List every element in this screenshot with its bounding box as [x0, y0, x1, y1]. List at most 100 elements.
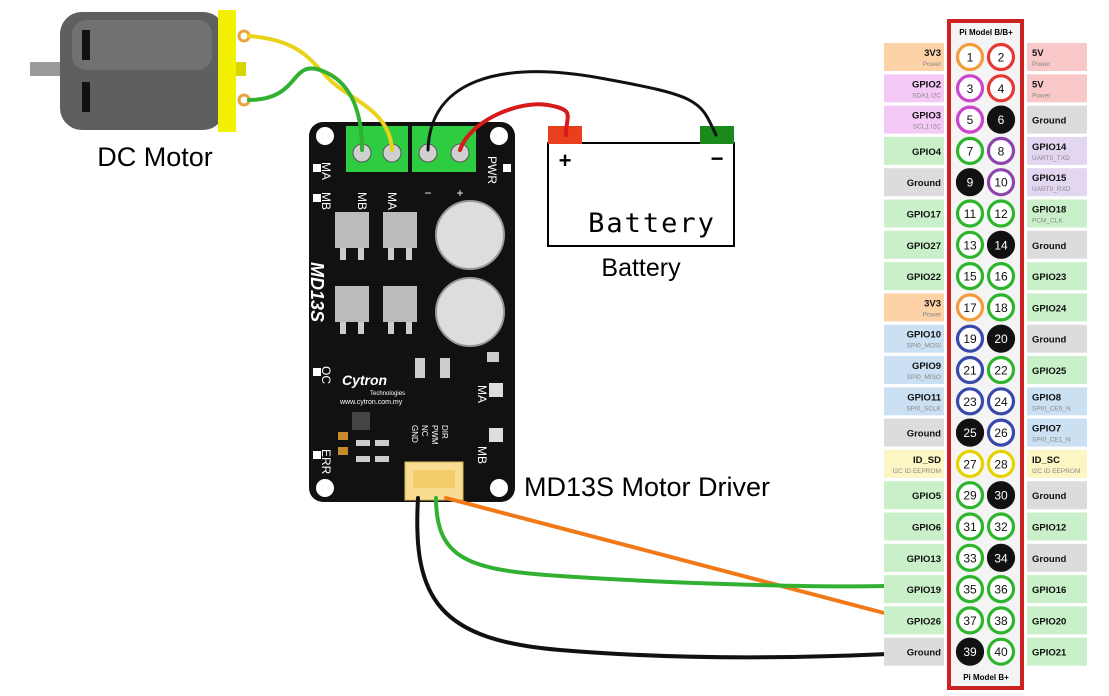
pin-20: [986, 324, 1016, 353]
pin-sub-12: PCM_CLK: [1032, 218, 1063, 225]
pin-name-10: GPIO15: [1032, 173, 1067, 184]
pin-name-1: 3V3: [924, 48, 941, 59]
pin-number-40: 40: [994, 645, 1008, 659]
pin-number-17: 17: [963, 301, 977, 315]
pin-6: [986, 105, 1016, 134]
pin-number-8: 8: [998, 144, 1005, 158]
pin-label-bg-33: [884, 543, 944, 572]
pi-header-title-bottom: Pi Model B+: [963, 673, 1009, 682]
pin-number-28: 28: [994, 457, 1008, 471]
motor-label: DC Motor: [97, 142, 213, 172]
pin-label-bg-25: [884, 418, 944, 447]
pin-9: [955, 168, 985, 197]
button-label-ma: MA: [475, 385, 489, 403]
brand-logo: Cytron: [342, 372, 387, 388]
pin-26: [986, 418, 1016, 447]
pin-38: [986, 606, 1016, 635]
pin-number-2: 2: [998, 51, 1005, 65]
pin-21: [955, 355, 985, 385]
pin-34: [986, 543, 1016, 572]
pin-name-9: Ground: [907, 178, 941, 189]
pin-number-38: 38: [994, 614, 1008, 628]
pin-12: [986, 199, 1016, 228]
pin-label-bg-9: [884, 168, 944, 197]
pin-name-22: GPIO25: [1032, 366, 1067, 377]
pin-13: [955, 230, 985, 259]
pin-label-bg-11: [884, 199, 944, 228]
pin-27: [955, 449, 985, 478]
pin-sub-27: I2C ID EEPROM: [893, 468, 941, 475]
pin-25: [955, 418, 985, 447]
pin-name-21: GPIO9: [912, 361, 941, 372]
pin-label-bg-34: [1027, 543, 1087, 572]
pin-name-3: GPIO2: [912, 79, 941, 90]
capacitor-bottom: [435, 277, 505, 347]
pin-name-36: GPIO16: [1032, 585, 1066, 596]
pin-sub-17: Power: [923, 311, 942, 318]
pin-36: [986, 574, 1016, 604]
pin-19: [955, 324, 985, 353]
pin-number-4: 4: [998, 82, 1005, 96]
pin-3: [955, 74, 985, 103]
pin-label-bg-39: [884, 637, 944, 666]
wire-motor-green: [247, 66, 364, 152]
terminal-label-plus: +: [456, 186, 463, 200]
pin-name-34: Ground: [1032, 554, 1066, 565]
pin-name-32: GPIO12: [1032, 523, 1066, 534]
md13s-board: MB MA − + MA MB PWR OC ERR MD13S: [307, 122, 770, 502]
pin-label-bg-4: [1027, 74, 1087, 103]
wire-battery-black: [426, 70, 718, 152]
pin-15: [955, 262, 985, 291]
terminal-label-ma: MA: [385, 192, 399, 210]
wire-motor-yellow: [247, 34, 394, 152]
pin-label-bg-3: [884, 74, 944, 103]
battery-body-label: Battery: [588, 208, 716, 239]
pin-number-18: 18: [994, 301, 1008, 315]
pin-number-36: 36: [994, 583, 1008, 597]
pin-22: [986, 355, 1016, 385]
pin-label-bg-23: [884, 387, 944, 416]
pin-name-27: ID_SD: [913, 455, 941, 466]
pin-name-7: GPIO4: [912, 147, 942, 158]
battery-plus-sign: +: [559, 148, 572, 173]
side-label-oc: OC: [319, 366, 333, 384]
pin-name-11: GPIO17: [907, 210, 941, 221]
pin-number-22: 22: [994, 364, 1008, 378]
button-ma[interactable]: [489, 383, 503, 397]
pin-number-1: 1: [967, 51, 974, 65]
pin-name-8: GPIO14: [1032, 142, 1067, 153]
header-label-nc: NC: [420, 425, 429, 437]
pin-label-bg-37: [884, 606, 944, 635]
ic-chip: [352, 412, 370, 430]
pin-label-bg-15: [884, 262, 944, 291]
pin-label-bg-7: [884, 136, 944, 165]
pin-number-27: 27: [963, 457, 977, 471]
pin-number-13: 13: [963, 238, 977, 252]
motor-end-cap: [218, 10, 236, 132]
pin-label-bg-12: [1027, 199, 1087, 228]
pin-sub-4: Power: [1032, 92, 1051, 99]
pin-2: [986, 42, 1016, 72]
pin-23: [955, 387, 985, 416]
pin-33: [955, 543, 985, 572]
pin-number-30: 30: [994, 489, 1008, 503]
pin-name-40: GPIO21: [1032, 648, 1067, 659]
pin-label-bg-20: [1027, 324, 1087, 353]
pin-name-29: GPIO5: [912, 491, 942, 502]
pi-header-frame: [947, 19, 1024, 690]
pin-name-25: Ground: [907, 429, 941, 440]
button-mb[interactable]: [489, 428, 503, 442]
pin-label-bg-40: [1027, 637, 1087, 666]
dc-motor: DC Motor: [30, 10, 251, 172]
wire-pwm-orange: [444, 496, 890, 616]
battery: + − Battery Battery: [547, 126, 735, 282]
pin-sub-5: SCL1 I2C: [913, 124, 941, 131]
pin-40: [986, 637, 1016, 666]
wire-battery-red: [458, 102, 570, 152]
pin-label-bg-32: [1027, 512, 1087, 541]
wire-dir-green: [434, 496, 890, 589]
side-label-ma: MA: [319, 162, 333, 180]
pin-32: [986, 512, 1016, 541]
pin-37: [955, 606, 985, 635]
